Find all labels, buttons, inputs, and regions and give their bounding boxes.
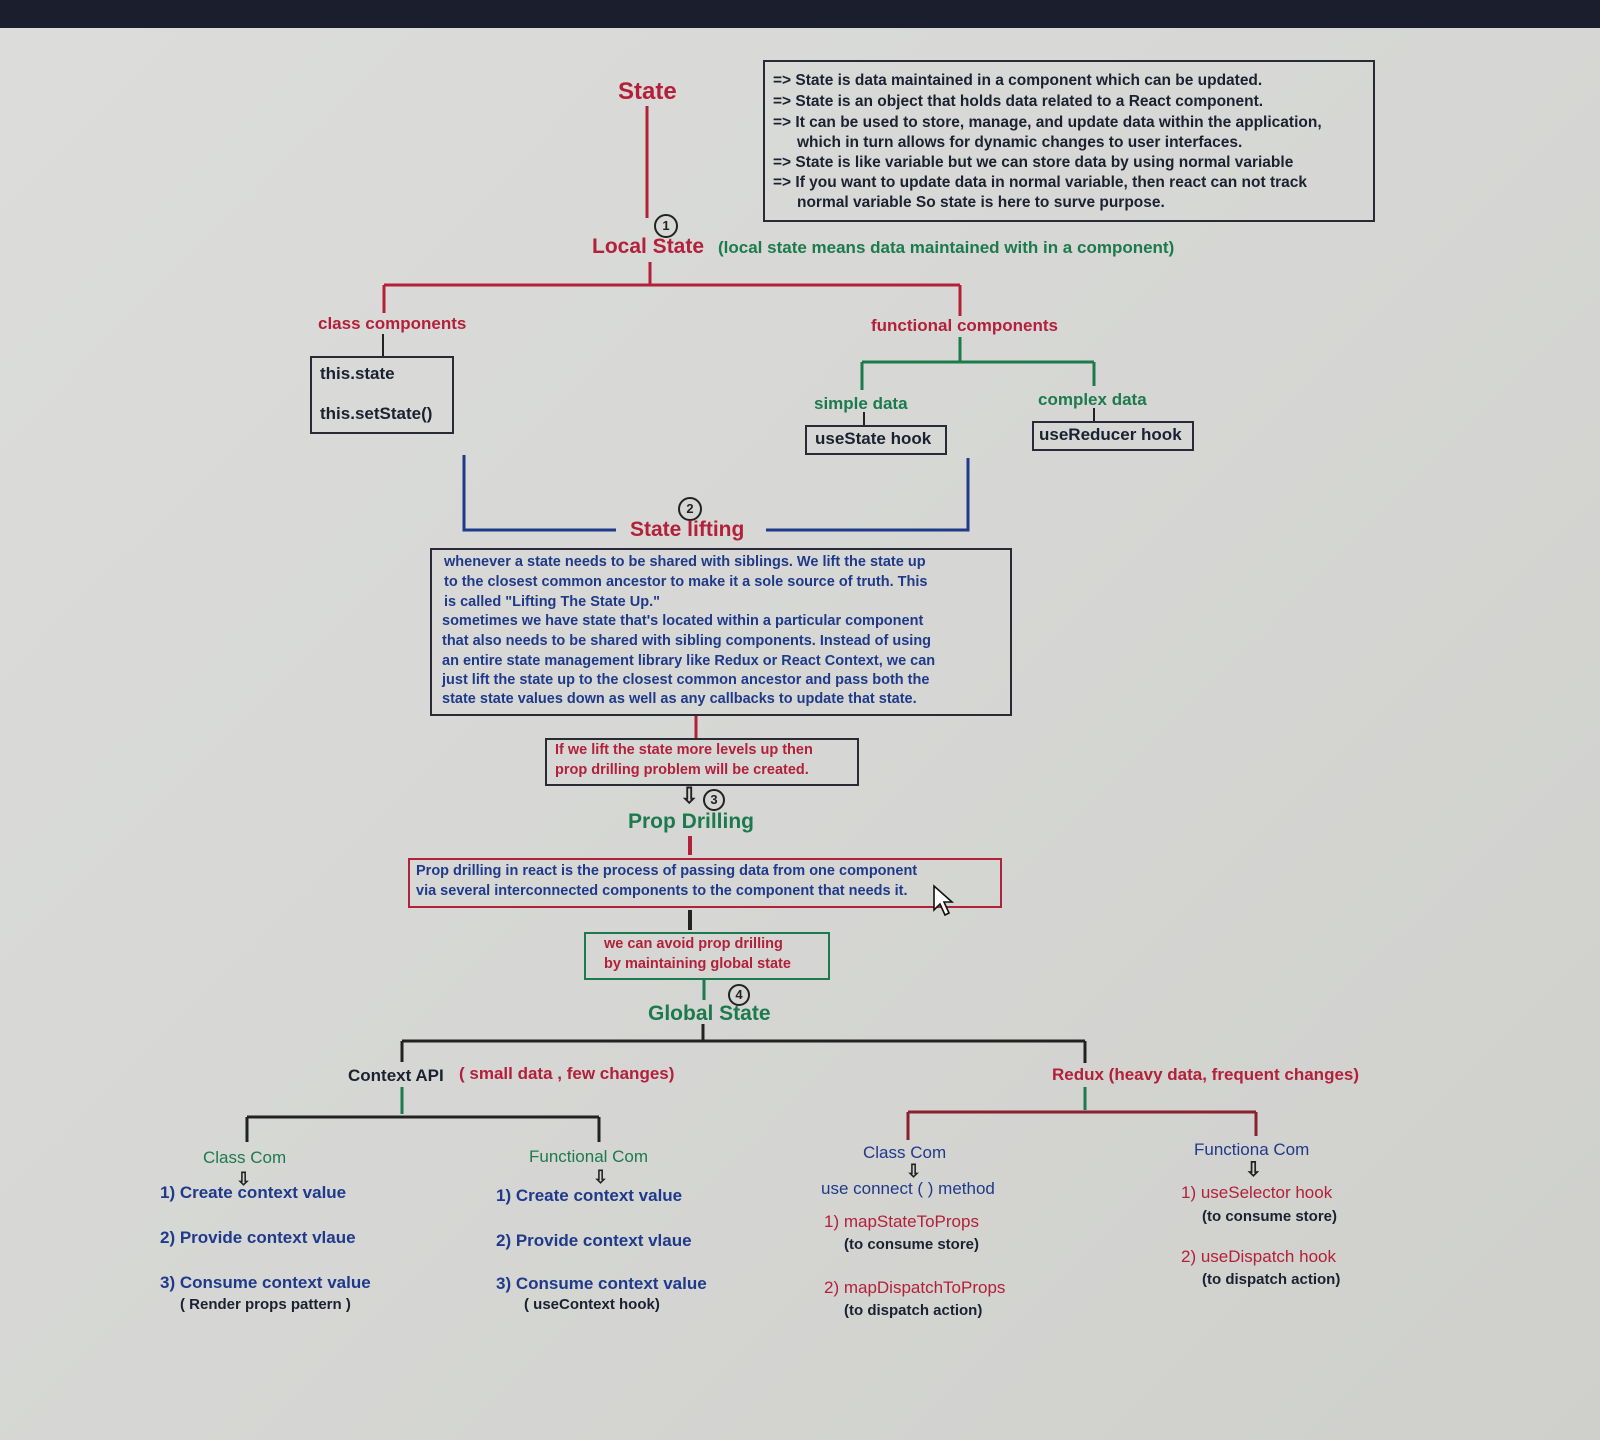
this-setstate-item: this.setState() — [320, 404, 433, 423]
state-note-1: => State is data maintained in a compone… — [773, 72, 1263, 89]
state-lifting-box: whenever a state needs to be shared with… — [430, 548, 1012, 716]
lifting-right-line — [766, 458, 970, 532]
redux-label: Redux (heavy data, frequent changes) — [1052, 1065, 1360, 1084]
context-api-label: Context API — [348, 1066, 444, 1085]
diagram-canvas — [0, 28, 1600, 1440]
lifting-left-line — [462, 455, 616, 532]
state-note-3: => It can be used to store, manage, and … — [773, 114, 1322, 131]
context-class-com-title: Class Com — [203, 1148, 287, 1167]
class-components-box: this.state this.setState() — [310, 356, 454, 434]
redux-class-down-arrow-icon: ⇩ — [906, 1161, 922, 1181]
avoid-line-2: by maintaining global state — [604, 956, 791, 972]
window-top-bar — [0, 0, 1600, 28]
context-class-step-3: 3) Consume context value — [160, 1273, 371, 1292]
redux-functional-step-2: 2) useDispatch hook — [1181, 1247, 1336, 1266]
redux-functional-step-1: 1) useSelector hook — [1181, 1183, 1333, 1202]
state-note-6: => If you want to update data in normal … — [773, 174, 1308, 191]
warning-line-2: prop drilling problem will be created. — [555, 762, 809, 778]
usestate-hook-label: useState hook — [815, 429, 932, 448]
context-class-step-2: 2) Provide context vlaue — [160, 1228, 356, 1247]
class-components-label: class components — [318, 314, 467, 333]
state-lifting-title: State lifting — [630, 518, 745, 541]
context-functional-note: ( useContext hook) — [524, 1296, 660, 1313]
prop-drilling-line-1: Prop drilling in react is the process of… — [416, 863, 918, 879]
down-arrow-icon: ⇩ — [680, 783, 699, 808]
avoid-prop-drilling-box: we can avoid prop drilling by maintainin… — [584, 932, 830, 980]
lifting-line-6: an entire state management library like … — [442, 653, 936, 669]
redux-functional-step-2-note: (to dispatch action) — [1202, 1271, 1341, 1288]
mouse-cursor-icon — [933, 884, 955, 917]
context-class-note: ( Render props pattern ) — [180, 1296, 351, 1313]
context-functional-step-2: 2) Provide context vlaue — [496, 1231, 692, 1250]
warning-line-1: If we lift the state more levels up then — [555, 742, 813, 758]
prop-drilling-title: Prop Drilling — [628, 810, 754, 833]
context-functional-step-1: 1) Create context value — [496, 1186, 683, 1205]
global-state-title: Global State — [648, 1002, 771, 1025]
functional-components-label: functional components — [871, 316, 1058, 335]
step-2-marker: 2 — [678, 497, 702, 521]
redux-class-step-2: 2) mapDispatchToProps — [824, 1278, 1006, 1297]
context-api-note: ( small data , few changes) — [459, 1064, 675, 1083]
context-functional-down-arrow-icon: ⇩ — [593, 1167, 609, 1187]
context-class-down-arrow-icon: ⇩ — [236, 1169, 252, 1189]
redux-class-step-1: 1) mapStateToProps — [824, 1212, 979, 1231]
state-note-4: which in turn allows for dynamic changes… — [797, 134, 1243, 151]
usereducer-hook-label: useReducer hook — [1039, 425, 1182, 444]
lifting-line-1: whenever a state needs to be shared with… — [444, 554, 926, 570]
step-3-marker: 3 — [703, 789, 725, 811]
simple-data-label: simple data — [814, 394, 908, 413]
lifting-line-7: just lift the state up to the closest co… — [442, 672, 930, 688]
redux-functional-down-arrow-icon: ⇩ — [1245, 1159, 1262, 1181]
state-note-7: normal variable So state is here to surv… — [797, 194, 1165, 211]
lifting-line-4: sometimes we have state that's located w… — [442, 613, 924, 629]
prop-drilling-line-2: via several interconnected components to… — [416, 883, 908, 899]
avoid-line-1: we can avoid prop drilling — [604, 936, 783, 952]
prop-drilling-warning-box: If we lift the state more levels up then… — [545, 738, 859, 786]
complex-data-label: complex data — [1038, 390, 1147, 409]
this-state-item: this.state — [320, 364, 395, 383]
state-title: State — [618, 78, 677, 105]
step-1-marker: 1 — [654, 214, 678, 238]
lifting-line-8: state state values down as well as any c… — [442, 691, 917, 707]
local-state-title: Local State — [592, 235, 705, 258]
redux-functional-com-title: Functiona Com — [1194, 1140, 1310, 1159]
context-functional-com-title: Functional Com — [529, 1147, 649, 1166]
state-note-2: => State is an object that holds data re… — [773, 93, 1264, 110]
local-state-desc: (local state means data maintained with … — [718, 238, 1175, 257]
usestate-hook-box: useState hook — [805, 425, 947, 455]
lifting-line-3: is called "Lifting The State Up." — [444, 594, 660, 610]
lifting-line-2: to the closest common ancestor to make i… — [444, 574, 928, 590]
state-notes-box: => State is data maintained in a compone… — [763, 60, 1375, 222]
step-4-marker: 4 — [728, 984, 750, 1006]
redux-class-step-1-note: (to consume store) — [844, 1236, 980, 1253]
redux-connect-method: use connect ( ) method — [821, 1179, 995, 1198]
redux-class-step-2-note: (to dispatch action) — [844, 1302, 983, 1319]
context-class-step-1: 1) Create context value — [160, 1183, 347, 1202]
usereducer-hook-box: useReducer hook — [1032, 421, 1194, 451]
context-functional-step-3: 3) Consume context value — [496, 1274, 707, 1293]
lifting-line-5: that also needs to be shared with siblin… — [442, 633, 932, 649]
redux-functional-step-1-note: (to consume store) — [1202, 1208, 1338, 1225]
prop-drilling-box: Prop drilling in react is the process of… — [408, 858, 1002, 908]
redux-class-com-title: Class Com — [863, 1143, 947, 1162]
state-note-5: => State is like variable but we can sto… — [773, 154, 1294, 171]
